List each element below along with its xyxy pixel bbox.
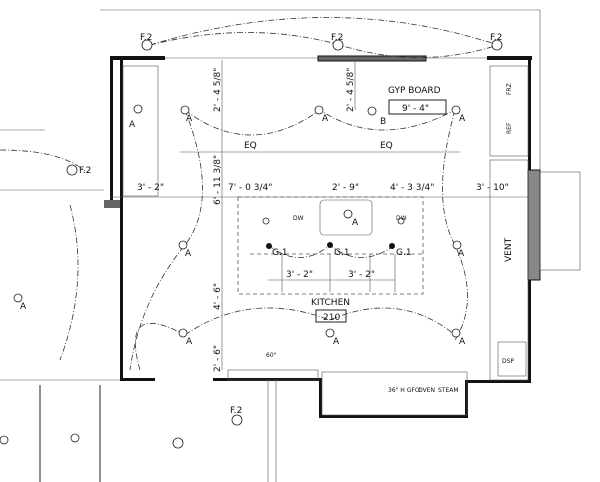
refrigerator-label: REF: [506, 122, 513, 134]
fixture-label: A: [459, 337, 466, 347]
dimension: 3' - 2": [137, 183, 164, 193]
dimension: 7' - 0 3/4": [228, 183, 272, 193]
height-label: 60": [266, 352, 277, 359]
dimension-lines: [110, 60, 528, 370]
fixture-label: A: [185, 249, 192, 259]
labels: F.2 F.2 F.2 F.2 F.2 GYP BOARD 9' - 4" 2'…: [20, 33, 514, 416]
room-number: 210: [323, 313, 340, 323]
room-number-box: [315, 309, 347, 323]
room-name: KITCHEN: [311, 298, 350, 308]
fixture-label: G.1: [272, 248, 288, 258]
dimension-eq: EQ: [244, 141, 257, 151]
fixture-label: A: [352, 218, 359, 228]
fixture-label: A: [186, 337, 193, 347]
fixture-label: A: [129, 120, 136, 130]
steam-label: STEAM: [438, 387, 459, 394]
dimension: 3' - 10": [476, 183, 509, 193]
fixture-label: G.1: [334, 248, 350, 258]
dishwasher-label: DW: [396, 215, 407, 222]
gyp-dimension-box: [388, 99, 447, 115]
cabinets: [122, 65, 529, 416]
fixture-label: G.1: [396, 248, 412, 258]
fixture-label: A: [458, 249, 465, 259]
vent-note: VENT: [504, 237, 514, 262]
dishwasher-label: DW: [293, 215, 304, 222]
fixture-label: A: [186, 114, 193, 124]
oven-label: OVEN: [418, 387, 435, 394]
fixture-label: A: [322, 114, 329, 124]
gyp-board-note: GYP BOARD: [388, 86, 441, 96]
fixture-label: A: [459, 114, 466, 124]
gyp-dimension: 9' - 4": [402, 104, 429, 114]
dimension: 2' - 9": [332, 183, 359, 193]
dimension-upper-right: 2' - 4 5/8": [346, 68, 356, 112]
fixture-label: B: [380, 117, 386, 127]
fixture-symbols: [0, 39, 503, 449]
fixture-label: F.2: [230, 406, 242, 416]
fixture-label: F.2: [140, 33, 152, 43]
dimension: 2' - 6": [213, 345, 223, 372]
dimension: 4' - 6": [213, 283, 223, 310]
fixture-label: A: [333, 337, 340, 347]
dimension-upper-left: 2' - 4 5/8": [213, 68, 223, 112]
dimension: 4' - 3 3/4": [390, 183, 434, 193]
circuit-lines: [0, 17, 499, 371]
fixture-label: F.2: [331, 33, 343, 43]
dimension: 3' - 2": [348, 270, 375, 280]
walls: [0, 9, 581, 482]
dimension: 6' - 11 3/8": [213, 155, 223, 205]
gfci-label: 36" H GFCI: [388, 387, 421, 394]
fixture-label: F.2: [490, 33, 502, 43]
disposal-label: DSP: [502, 358, 514, 365]
fixture-label: A: [20, 302, 27, 312]
freezer-label: FRZ: [506, 83, 513, 95]
fixture-label: F.2: [79, 166, 91, 176]
dimension: 3' - 2": [286, 270, 313, 280]
dimension-eq: EQ: [380, 141, 393, 151]
